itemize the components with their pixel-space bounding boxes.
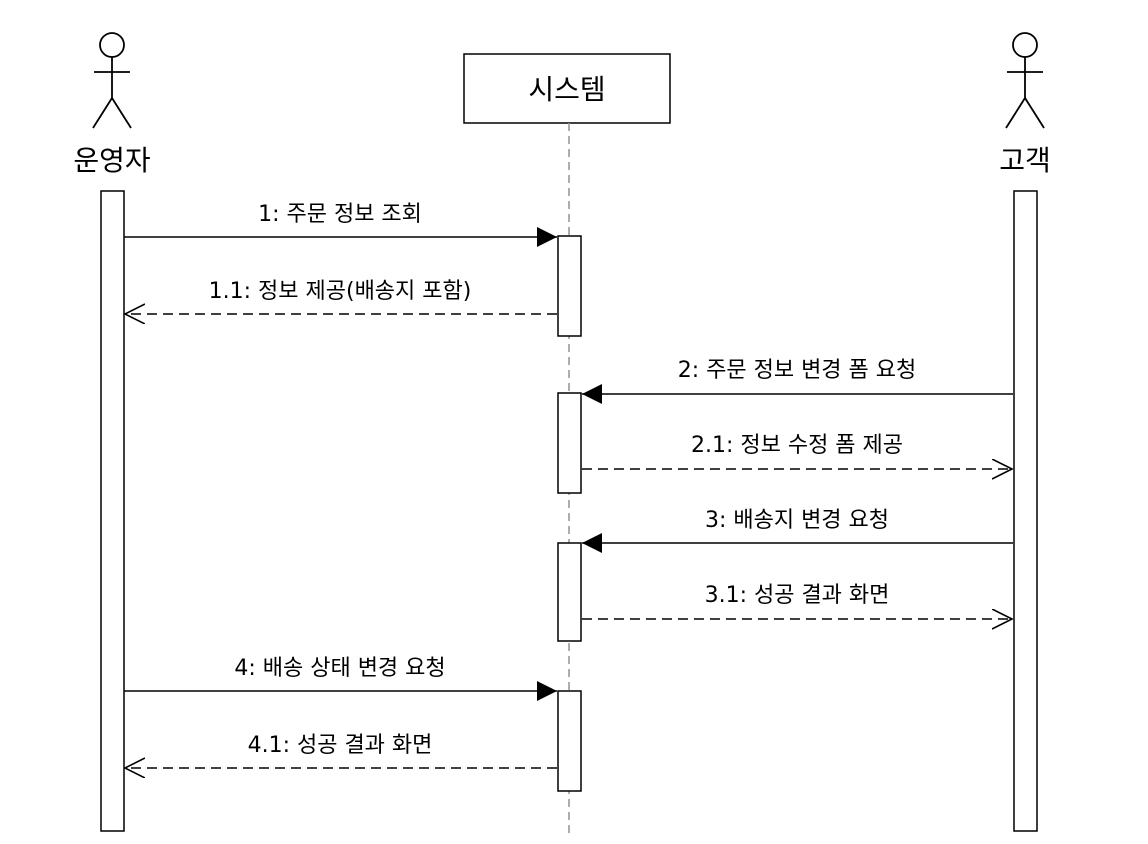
- message-1-1-label: 1.1: 정보 제공(배송지 포함): [209, 279, 472, 304]
- message-2-label: 2: 주문 정보 변경 폼 요청: [678, 358, 917, 383]
- message-4-label: 4: 배송 상태 변경 요청: [234, 656, 445, 681]
- message-2-1-label: 2.1: 정보 수정 폼 제공: [691, 433, 903, 458]
- activation-bar-4: [557, 690, 582, 792]
- actor-customer-name: 고객: [999, 144, 1051, 177]
- message-3-1-label: 3.1: 성공 결과 화면: [705, 583, 890, 608]
- message-3-1: 3.1: 성공 결과 화면: [582, 583, 1012, 619]
- actor-customer: 고객: [999, 32, 1051, 832]
- actor-operator-name: 운영자: [73, 144, 150, 177]
- message-3: 3: 배송지 변경 요청: [582, 508, 1013, 553]
- activation-bar-3: [557, 542, 582, 642]
- stick-figure-icon: [1005, 32, 1045, 129]
- message-4-1: 4.1: 성공 결과 화면: [125, 733, 557, 768]
- lifeline-operator: [100, 190, 125, 832]
- message-1-label: 1: 주문 정보 조회: [258, 202, 422, 227]
- message-4-1-label: 4.1: 성공 결과 화면: [248, 733, 433, 758]
- message-2: 2: 주문 정보 변경 폼 요청: [582, 358, 1013, 404]
- lifeline-customer: [1013, 190, 1038, 832]
- system-box: [463, 53, 671, 124]
- message-3-label: 3: 배송지 변경 요청: [705, 508, 889, 533]
- activation-bar-2: [557, 392, 582, 494]
- message-1: 1: 주문 정보 조회: [124, 202, 557, 247]
- message-1-1: 1.1: 정보 제공(배송지 포함): [125, 279, 557, 314]
- activation-bar-1: [557, 235, 582, 337]
- stick-figure-icon: [92, 32, 132, 129]
- actor-operator: 운영자: [73, 32, 151, 832]
- message-4: 4: 배송 상태 변경 요청: [124, 656, 557, 701]
- system-name: 시스템: [528, 73, 605, 106]
- message-2-1: 2.1: 정보 수정 폼 제공: [582, 433, 1012, 469]
